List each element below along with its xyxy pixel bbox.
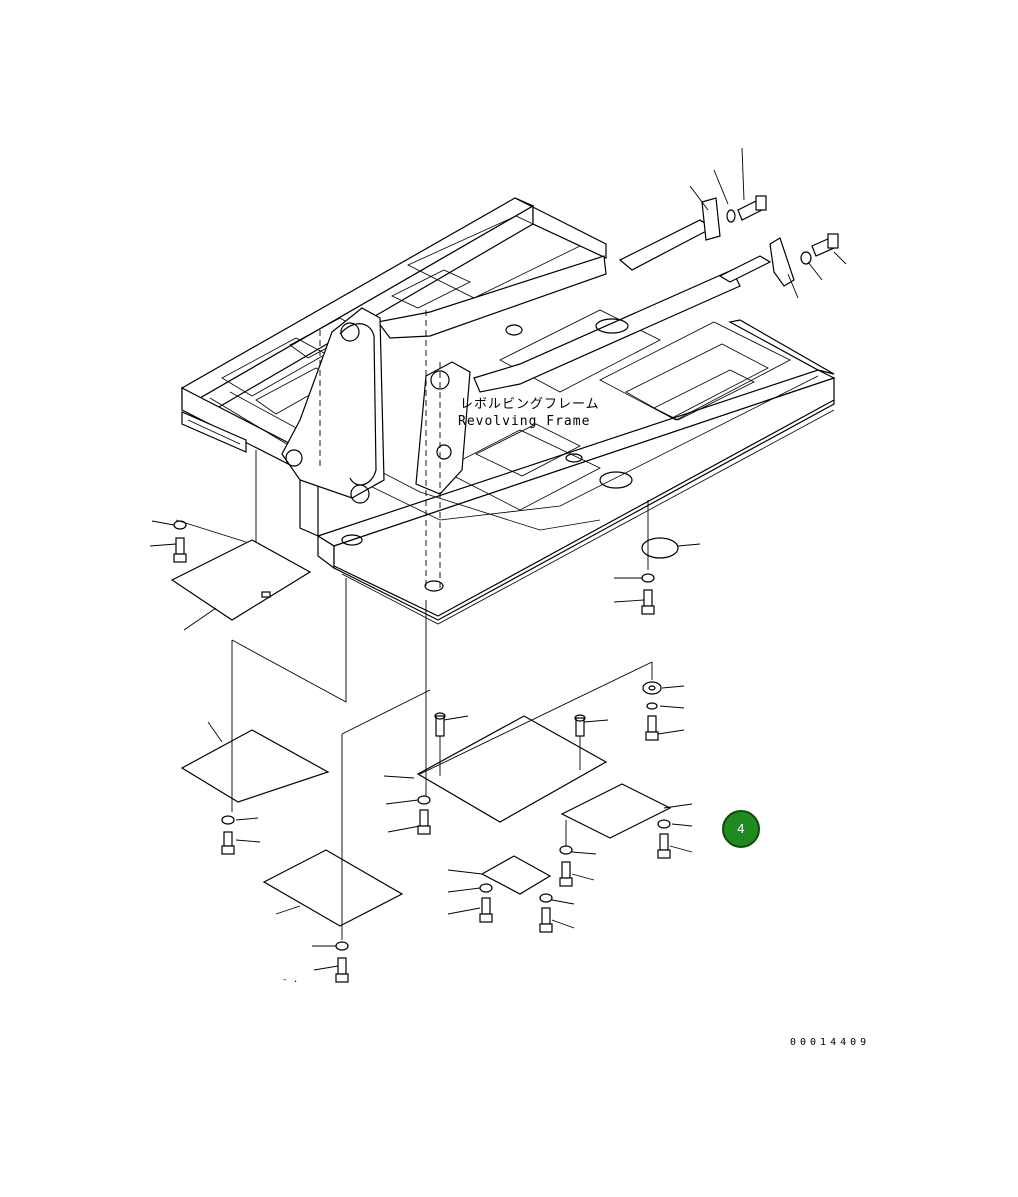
bolt-set-bottom-left <box>312 941 349 983</box>
stray-mark: - . <box>282 975 298 985</box>
frame-label-japanese: レボルビングフレーム <box>460 397 600 412</box>
cover-plate-small <box>447 855 575 933</box>
pin-right <box>574 714 609 770</box>
frame-label-english: Revolving Frame <box>458 414 590 429</box>
pin-left <box>434 712 469 776</box>
bolt-set-center <box>385 600 431 835</box>
cover-plate-right-center <box>559 783 693 887</box>
frame-plug-cover <box>613 500 701 615</box>
cover-plate-left-upper <box>170 450 312 631</box>
cover-plate-center-large <box>383 661 653 823</box>
bolt-set-left-middle <box>221 815 261 855</box>
cover-plate-bottom-left <box>262 689 431 940</box>
bolt-set-left-upper <box>149 520 187 563</box>
upper-right-bracket-b <box>769 233 847 299</box>
washer-stack-right <box>642 681 685 741</box>
upper-right-bracket-a <box>689 147 767 241</box>
callout-badge[interactable]: 4 <box>722 810 760 848</box>
revolving-frame <box>180 197 836 625</box>
cover-plate-left-middle <box>180 578 347 812</box>
drawing-number: 00014409 <box>790 1037 871 1048</box>
